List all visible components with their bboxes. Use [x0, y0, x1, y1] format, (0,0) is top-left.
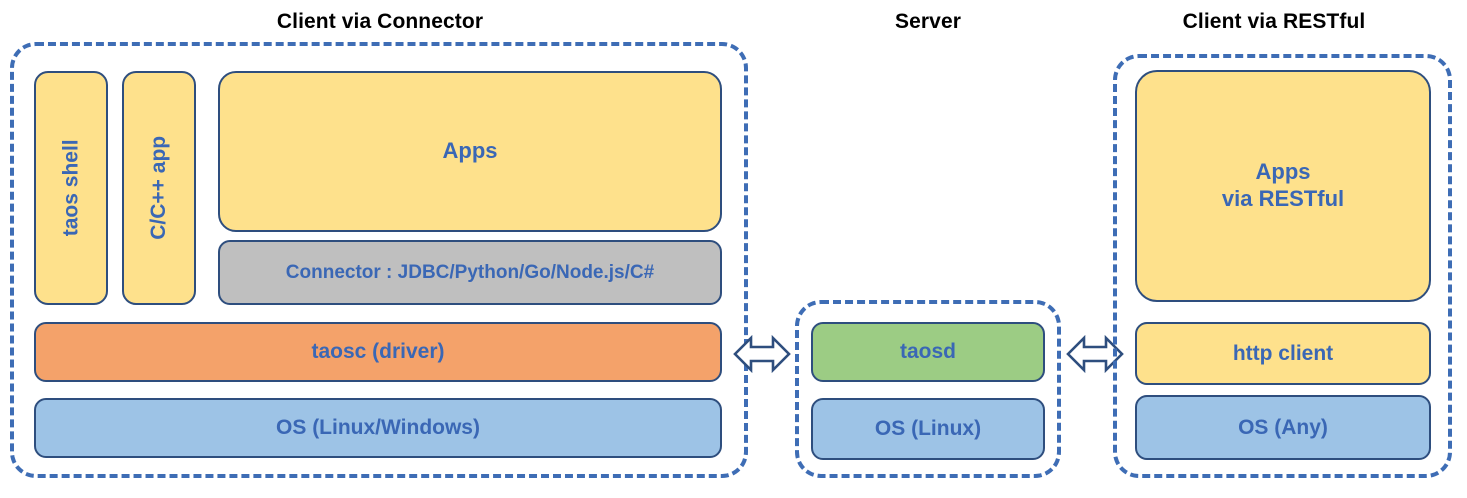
- taos-shell-box[interactable]: taos shell: [34, 71, 108, 305]
- taos-shell-label: taos shell: [59, 139, 83, 237]
- http-client-label: http client: [1232, 341, 1334, 365]
- restful-apps-box[interactable]: Apps via RESTful: [1135, 70, 1431, 302]
- taosd-box[interactable]: taosd: [811, 322, 1045, 382]
- restful-os-label: OS (Any): [1238, 415, 1328, 439]
- client-connector-group: [10, 42, 748, 478]
- c-cpp-app-label: C/C++ app: [147, 136, 171, 240]
- server-restful-double-arrow-icon: [1066, 330, 1124, 378]
- http-client-box[interactable]: http client: [1135, 322, 1431, 385]
- server-title: Server: [895, 10, 961, 33]
- connector-box[interactable]: Connector : JDBC/Python/Go/Node.js/C#: [218, 240, 722, 305]
- server-os-label: OS (Linux): [874, 417, 982, 441]
- client-os-box[interactable]: OS (Linux/Windows): [34, 398, 722, 458]
- client-restful-group: [1113, 54, 1452, 478]
- client-connector-title: Client via Connector: [276, 10, 484, 33]
- apps-label: Apps: [442, 138, 498, 164]
- restful-apps-label-line1: Apps: [1255, 159, 1311, 185]
- c-cpp-app-box[interactable]: C/C++ app: [122, 71, 196, 305]
- restful-os-box[interactable]: OS (Any): [1135, 395, 1431, 460]
- server-group: [795, 300, 1061, 478]
- server-os-box[interactable]: OS (Linux): [811, 398, 1045, 460]
- connector-label: Connector : JDBC/Python/Go/Node.js/C#: [285, 261, 655, 283]
- taosc-driver-label: taosc (driver): [311, 340, 445, 364]
- taosd-label: taosd: [899, 340, 956, 364]
- client-restful-title: Client via RESTful: [1182, 10, 1366, 33]
- restful-apps-label-line2: via RESTful: [1221, 186, 1345, 211]
- taosc-driver-box[interactable]: taosc (driver): [34, 322, 722, 382]
- client-server-double-arrow-icon: [733, 330, 791, 378]
- client-os-label: OS (Linux/Windows): [276, 416, 480, 440]
- apps-box[interactable]: Apps: [218, 71, 722, 232]
